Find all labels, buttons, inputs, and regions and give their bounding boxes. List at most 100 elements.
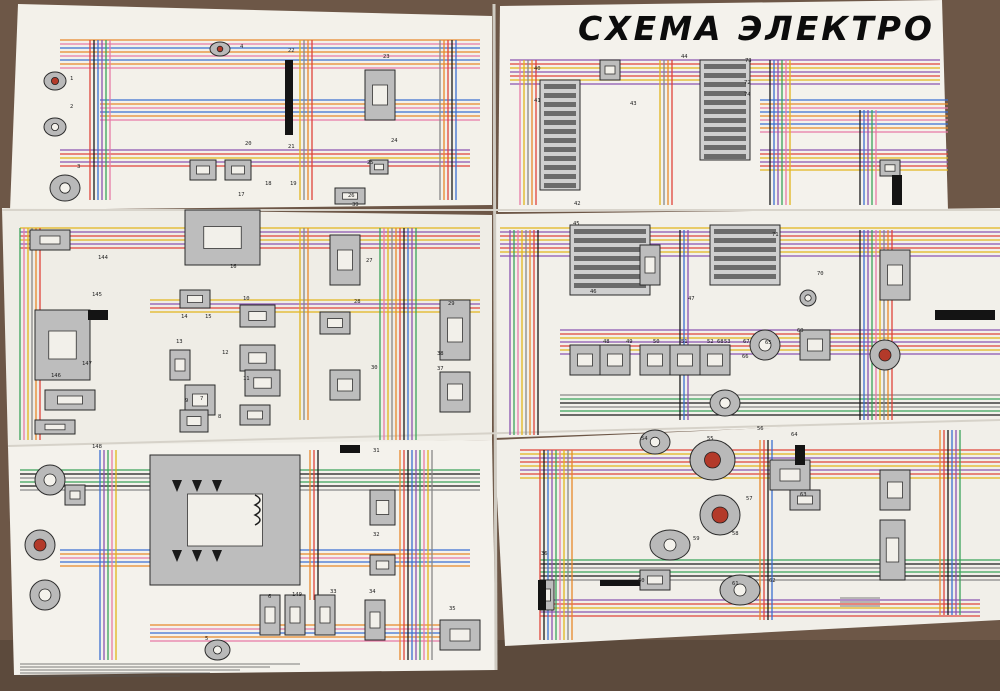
component-number: 54 bbox=[641, 436, 648, 442]
connector-block bbox=[892, 175, 902, 205]
component-symbol bbox=[248, 352, 267, 364]
lower-fold bbox=[7, 419, 1000, 447]
component-number: 148 bbox=[92, 444, 102, 450]
fuse-slot bbox=[544, 138, 576, 143]
fuse-slot bbox=[574, 256, 646, 261]
diode-symbol bbox=[212, 480, 222, 492]
component-symbol bbox=[196, 165, 210, 175]
lamp-bulb bbox=[804, 294, 812, 302]
component-number: 26 bbox=[348, 193, 355, 199]
component-symbol bbox=[186, 416, 202, 426]
component-number: 40 bbox=[534, 66, 541, 72]
component-number: 17 bbox=[238, 192, 245, 198]
component-symbol bbox=[264, 606, 276, 624]
fuse-slot bbox=[704, 145, 746, 150]
lamp-bulb bbox=[43, 473, 57, 487]
component-number: 72 bbox=[744, 80, 751, 86]
fuse-slot bbox=[574, 283, 646, 288]
component-number: 65 bbox=[765, 340, 772, 346]
component-number: 71 bbox=[772, 232, 779, 238]
fuse-slot bbox=[704, 100, 746, 105]
fuse-slot bbox=[704, 73, 746, 78]
lamp-bulb bbox=[38, 588, 52, 602]
component-number: 14 bbox=[181, 314, 188, 320]
component-symbol bbox=[647, 353, 663, 367]
component-symbol bbox=[644, 256, 656, 274]
component-symbol bbox=[647, 575, 663, 585]
fuse-slot bbox=[704, 82, 746, 87]
component-number: 24 bbox=[391, 138, 398, 144]
lamp-bulb bbox=[711, 506, 729, 524]
component-number: 46 bbox=[590, 289, 597, 295]
component-symbol bbox=[887, 264, 903, 286]
component-symbol bbox=[192, 393, 208, 407]
fuse-slot bbox=[544, 156, 576, 161]
component-number: 16 bbox=[230, 264, 237, 270]
component-symbol bbox=[337, 378, 353, 392]
fuse-slot bbox=[544, 111, 576, 116]
poster-title: СХЕМА ЭЛЕКТРО bbox=[578, 9, 935, 48]
paper-middle-left bbox=[2, 208, 492, 448]
lamp-bulb bbox=[51, 123, 60, 132]
component-number: 36 bbox=[541, 551, 548, 557]
component-symbol bbox=[607, 353, 623, 367]
component-symbol bbox=[48, 330, 77, 360]
component-number: 68 bbox=[717, 339, 724, 345]
component-number: 47 bbox=[688, 296, 695, 302]
component-number: 61 bbox=[732, 581, 739, 587]
component-symbol bbox=[375, 500, 390, 515]
connector-block bbox=[340, 445, 360, 453]
fuse-slot bbox=[714, 265, 776, 270]
component-number: 41 bbox=[534, 98, 541, 104]
connector-block bbox=[88, 310, 108, 320]
component-number: 21 bbox=[288, 144, 295, 150]
fuse-slot bbox=[544, 120, 576, 125]
component-symbol bbox=[337, 249, 353, 271]
component-symbol bbox=[374, 163, 384, 171]
component-number: 48 bbox=[603, 339, 610, 345]
diode-symbol bbox=[212, 550, 222, 562]
connector-block bbox=[285, 60, 293, 130]
component-number: 15 bbox=[205, 314, 212, 320]
component-symbol bbox=[779, 468, 801, 482]
fuse-slot bbox=[704, 64, 746, 69]
component-number: 69 bbox=[797, 328, 804, 334]
component-number: 57 bbox=[746, 496, 753, 502]
component-number: 9 bbox=[185, 398, 188, 404]
component-number: 32 bbox=[373, 532, 380, 538]
connector-block bbox=[935, 310, 995, 320]
component-symbol bbox=[69, 490, 81, 500]
lamp-bulb bbox=[216, 45, 224, 53]
component-number: 7 bbox=[200, 396, 203, 402]
component-symbol bbox=[247, 410, 263, 420]
fuse-slot bbox=[704, 154, 746, 159]
component-number: 4 bbox=[240, 44, 244, 50]
fuse-slot bbox=[544, 147, 576, 152]
component-number: 63 bbox=[800, 492, 807, 498]
component-number: 55 bbox=[707, 436, 714, 442]
title-background bbox=[575, 8, 940, 44]
component-symbol bbox=[327, 318, 343, 328]
paper-bottom-right bbox=[494, 418, 1000, 646]
component-symbol bbox=[174, 358, 186, 372]
component-number: 3 bbox=[77, 164, 80, 170]
component-symbol bbox=[248, 311, 267, 321]
fuse-slot bbox=[544, 102, 576, 107]
component-number: 70 bbox=[817, 271, 824, 277]
component-number: 20 bbox=[245, 141, 252, 147]
lamp-bulb bbox=[59, 182, 71, 194]
component-number: 18 bbox=[265, 181, 272, 187]
component-number: 45 bbox=[573, 221, 580, 227]
component-number: 146 bbox=[51, 373, 61, 379]
connector-block bbox=[600, 580, 640, 586]
component-symbol bbox=[44, 423, 66, 431]
diode-symbol bbox=[192, 480, 202, 492]
component-number: 29 bbox=[448, 301, 455, 307]
component-number: 145 bbox=[92, 292, 102, 298]
component-number: 6 bbox=[268, 594, 271, 600]
diode-symbol bbox=[192, 550, 202, 562]
component-symbol bbox=[342, 192, 358, 200]
component-number: 11 bbox=[243, 376, 250, 382]
